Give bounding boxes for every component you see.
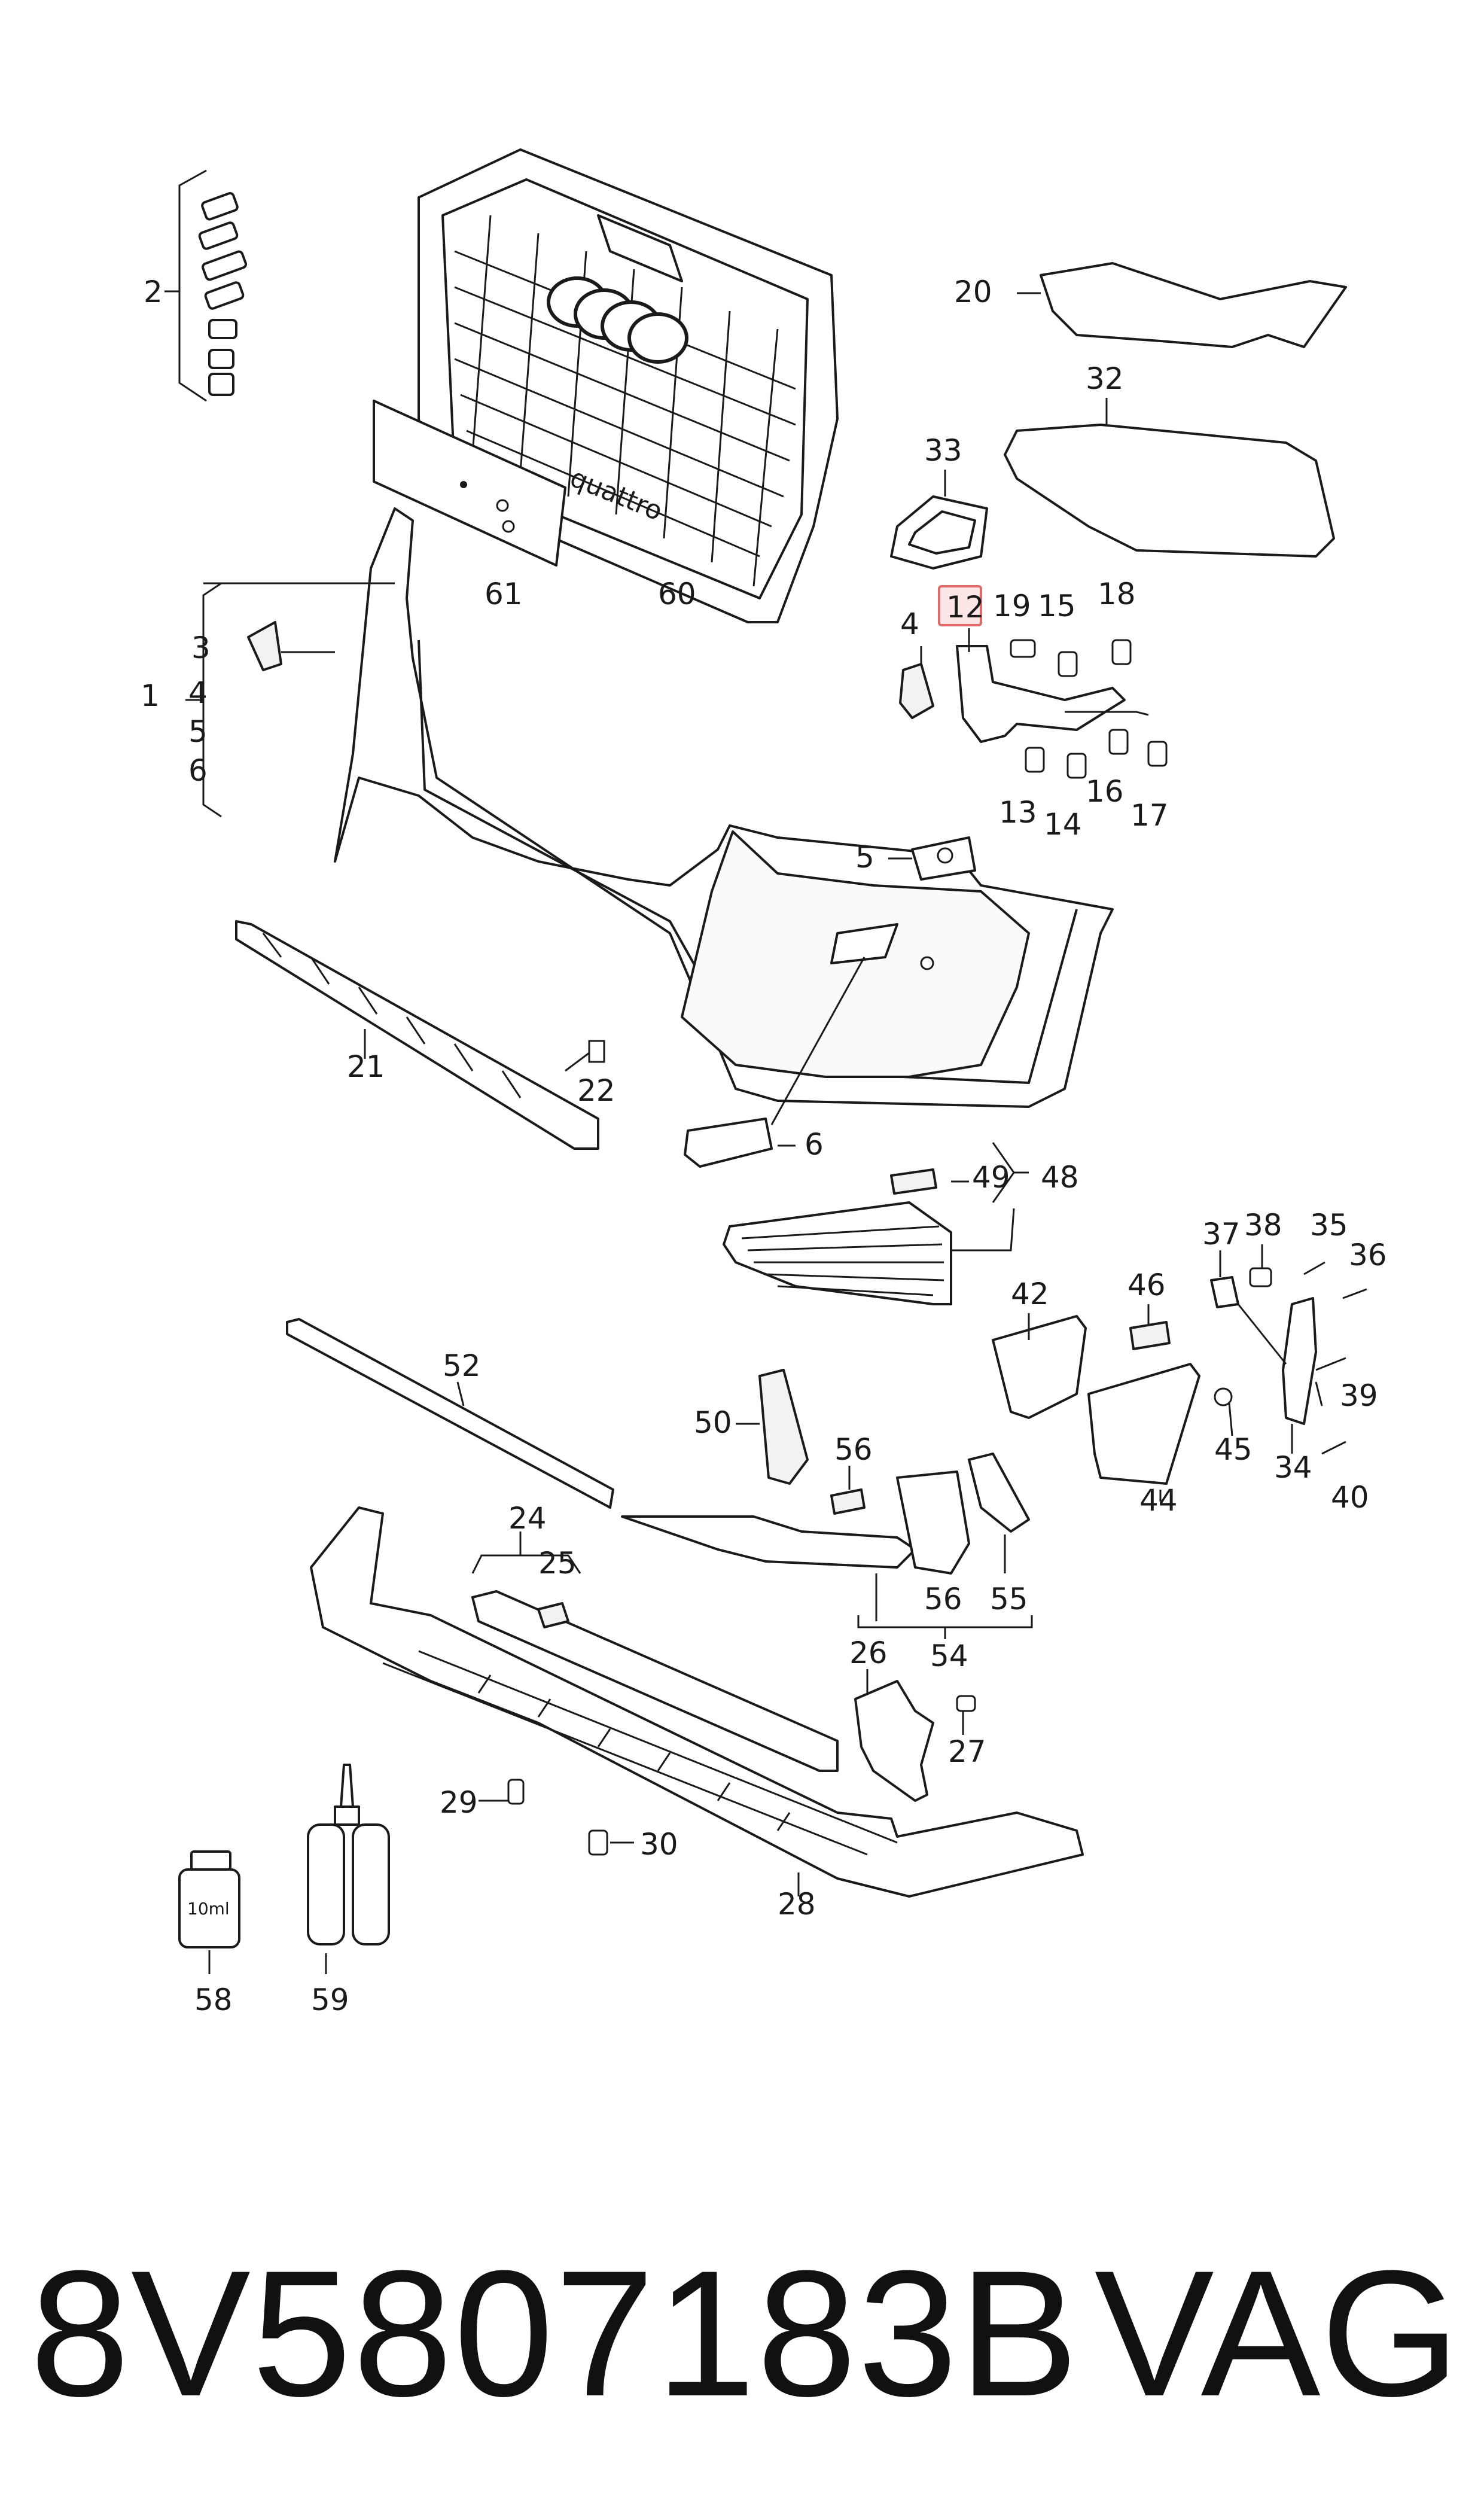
screws-group-12 [1010,639,1168,779]
label-part-17: 17 [1130,798,1169,833]
trim-part-54 [621,1515,916,1569]
label-part-25: 25 [538,1546,577,1581]
label-part-38: 38 [1244,1208,1282,1243]
bracket-part-12 [956,645,1126,743]
label-part-44: 44 [1139,1483,1178,1518]
bracket-part-44 [1087,1363,1200,1485]
label-part-4: 4 [900,607,919,641]
label-part-29: 29 [440,1785,478,1820]
label-part-32: 32 [1086,361,1124,396]
rail-part-24 [471,1590,839,1772]
label-part-13: 13 [999,795,1037,830]
highlight-part-12 [938,585,982,626]
undertray-part-28 [310,1506,1084,1898]
label-part-35: 35 [1310,1208,1348,1243]
grille-part-60: quattro [418,148,839,623]
label-part-2: 2 [144,275,163,309]
label-part-60: 60 [658,577,696,611]
label-part-49: 49 [972,1160,1010,1195]
clip-part-46 [1129,1321,1171,1350]
label-part-39: 39 [1340,1378,1378,1413]
plate-holder-part-61 [373,400,566,567]
bracket-part-34 [1282,1297,1317,1425]
label-part-24: 24 [508,1501,547,1536]
part-number: 8V5807183B [30,2233,1080,2434]
insert-part-55 [968,1453,1030,1533]
label-part-28: 28 [778,1887,816,1922]
bolts-part-2 [198,192,247,396]
bracket-part-42 [992,1315,1087,1419]
label-part-21: 21 [347,1049,385,1084]
label-part-5: 5 [188,714,208,749]
label-part-15: 15 [1038,589,1076,623]
strip-part-21 [235,920,599,1150]
label-part-56: 56 [834,1432,873,1467]
brand-name: VAG [1094,2233,1460,2434]
label-part-3: 3 [191,631,211,665]
label-part-5: 5 [855,840,874,875]
clip-part-56 [830,1488,866,1515]
label-part-14: 14 [1044,807,1082,842]
label-part-4: 4 [188,675,208,710]
bracket-part-26 [854,1680,934,1802]
bumper-cover-part-1 [334,507,1114,1108]
grille-part-50 [758,1369,809,1485]
label-part-54: 54 [930,1639,968,1673]
label-part-48: 48 [1041,1160,1079,1195]
label-part-52: 52 [443,1348,481,1383]
duct-part-32 [1004,424,1335,558]
bracket-part-20 [1040,262,1347,348]
label-part-59: 59 [311,1983,349,2017]
label-part-19: 19 [993,589,1031,623]
label-part-50: 50 [694,1405,732,1440]
label-part-55: 55 [990,1582,1028,1616]
label-part-6: 6 [805,1127,824,1162]
label-part-40: 40 [1331,1480,1369,1515]
label-part-16: 16 [1086,774,1124,809]
label-part-46: 46 [1128,1268,1166,1302]
label-part-30: 30 [640,1827,678,1862]
clip-part-3 [247,621,282,671]
label-part-26: 26 [849,1636,888,1670]
cartridge-part-59 [307,1764,390,1945]
clip-part-37 [1210,1276,1239,1308]
bottle-part-58: 10ml [178,1850,240,1948]
strip-part-52 [286,1318,614,1509]
label-part-34: 34 [1274,1450,1312,1485]
label-part-37: 37 [1202,1217,1241,1252]
label-part-33: 33 [924,433,962,468]
label-part-36: 36 [1349,1238,1387,1272]
trim-part-56 [896,1470,970,1575]
clip-part-25 [537,1602,569,1628]
label-part-12: 12 [946,590,985,625]
label-part-20: 20 [954,275,992,309]
fog-grille-part-48 [723,1201,952,1305]
label-part-42: 42 [1011,1277,1049,1311]
clip-part-4 [899,663,934,719]
label-part-22: 22 [577,1073,615,1108]
label-part-61: 61 [484,577,523,611]
label-part-27: 27 [948,1734,986,1769]
label-part-45: 45 [1214,1432,1253,1467]
label-part-6: 6 [188,753,208,788]
label-part-58: 58 [194,1983,233,2017]
clip-part-49 [890,1168,937,1195]
bottle-label: 10ml [187,1899,230,1919]
label-part-1: 1 [141,678,160,713]
label-part-56: 56 [924,1582,962,1616]
label-part-18: 18 [1098,577,1136,611]
tow-cover-part-6 [684,1118,773,1168]
footer: 8V5807183B VAG [0,2213,1484,2465]
